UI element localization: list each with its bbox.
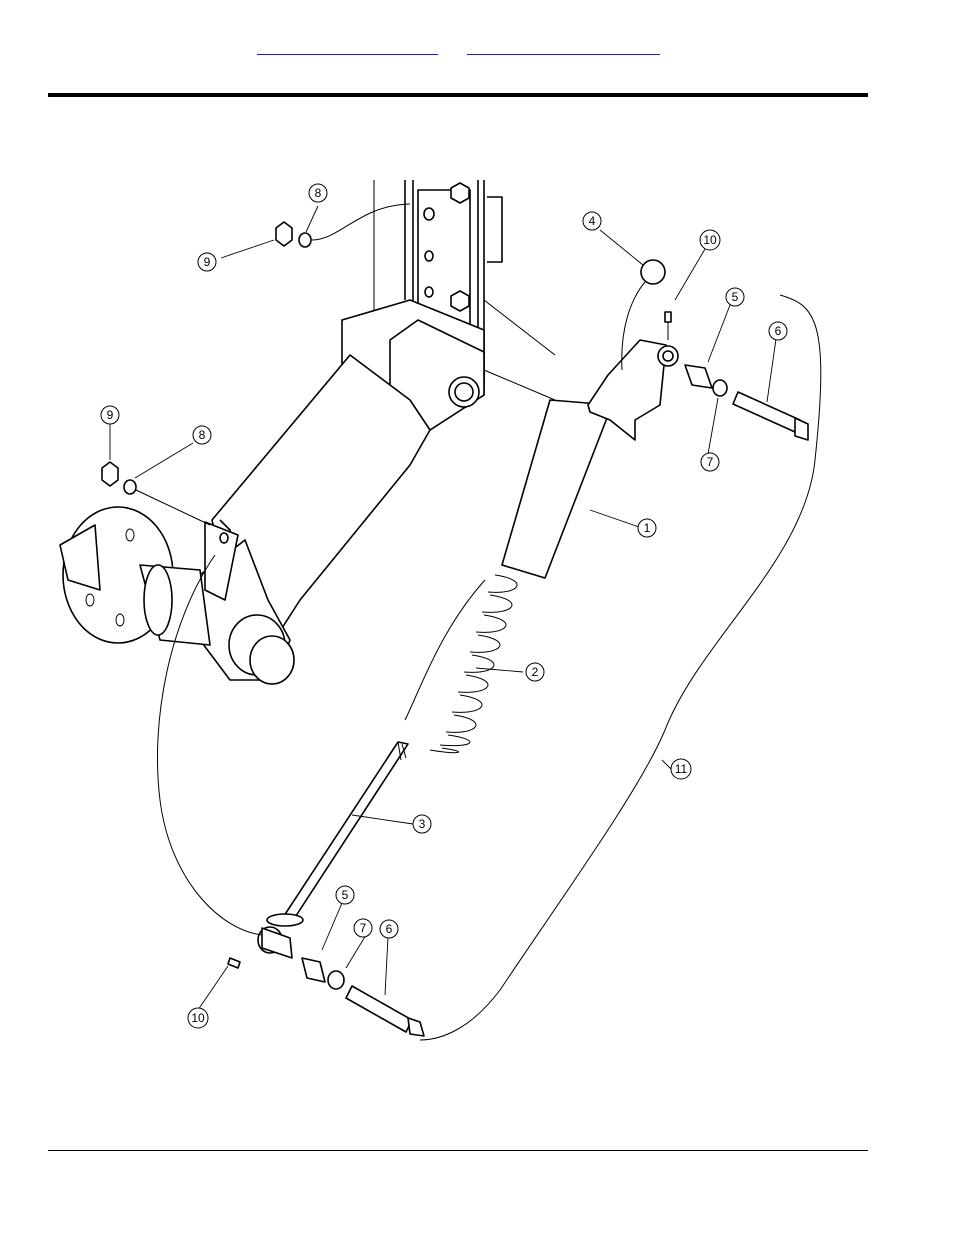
svg-text:1: 1 xyxy=(644,521,651,535)
callout-7-lower: 7 xyxy=(354,919,372,937)
callout-9-lower: 9 xyxy=(101,406,119,424)
arm-assembly xyxy=(60,300,484,684)
callout-5-upper: 5 xyxy=(726,288,744,306)
callout-8-lower: 8 xyxy=(193,426,211,444)
spring xyxy=(405,575,517,753)
callout-6-upper: 6 xyxy=(769,322,787,340)
svg-text:3: 3 xyxy=(419,817,426,831)
callout-7-upper: 7 xyxy=(701,453,719,471)
svg-text:8: 8 xyxy=(199,428,206,442)
svg-text:5: 5 xyxy=(732,290,739,304)
svg-text:6: 6 xyxy=(775,324,782,338)
svg-text:10: 10 xyxy=(191,1011,205,1025)
callout-4: 4 xyxy=(583,212,601,230)
svg-text:10: 10 xyxy=(703,233,717,247)
callout-9-upper: 9 xyxy=(198,253,216,271)
svg-text:2: 2 xyxy=(532,665,539,679)
callout-2: 2 xyxy=(526,663,544,681)
svg-text:9: 9 xyxy=(107,408,114,422)
bottom-rule xyxy=(48,1150,868,1151)
callout-10-lower: 10 xyxy=(188,1008,208,1028)
callout-3: 3 xyxy=(413,815,431,833)
tube-assembly xyxy=(502,312,678,578)
hardware-lower xyxy=(302,958,424,1036)
svg-text:6: 6 xyxy=(386,922,393,936)
callout-10-upper: 10 xyxy=(700,230,720,250)
callout-6-lower: 6 xyxy=(380,920,398,938)
svg-text:7: 7 xyxy=(360,921,367,935)
svg-text:8: 8 xyxy=(315,186,322,200)
svg-text:9: 9 xyxy=(204,255,211,269)
callout-5-lower: 5 xyxy=(336,886,354,904)
callout-8-upper: 8 xyxy=(309,184,327,202)
svg-text:11: 11 xyxy=(675,762,688,776)
svg-text:5: 5 xyxy=(342,888,349,902)
svg-text:7: 7 xyxy=(707,455,714,469)
svg-text:4: 4 xyxy=(589,214,596,228)
hardware-upper-right xyxy=(685,365,808,440)
callout-1: 1 xyxy=(638,519,656,537)
callout-11: 11 xyxy=(671,759,691,779)
hardware-upper-left xyxy=(276,204,410,247)
